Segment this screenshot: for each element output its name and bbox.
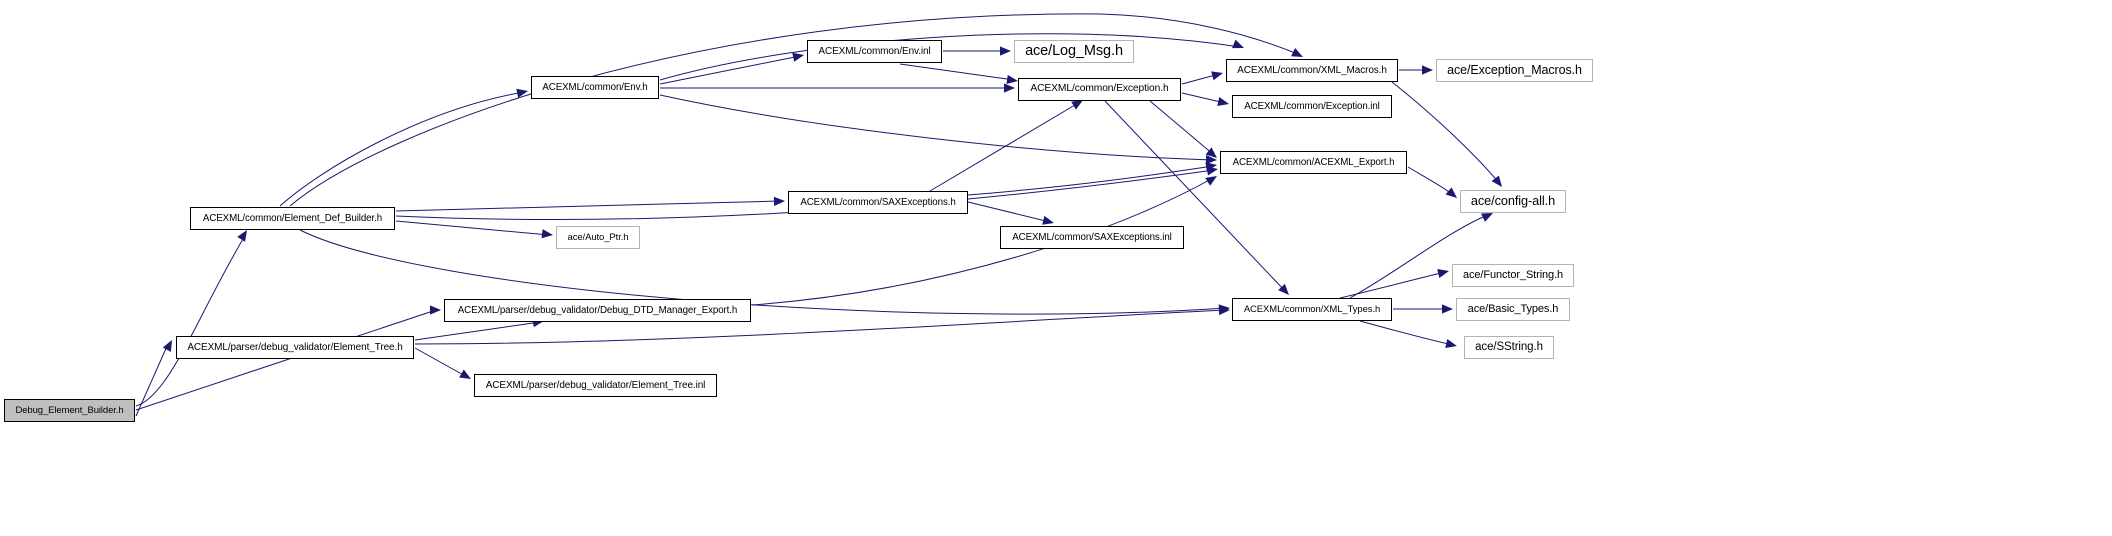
edge-line <box>395 200 781 212</box>
node-debug-dtd-manager-export-h[interactable]: ACEXML/parser/debug_validator/Debug_DTD_… <box>444 299 751 322</box>
node-label: ace/Auto_Ptr.h <box>567 231 629 243</box>
edge-line <box>1407 166 1455 197</box>
edge-line <box>1339 271 1446 299</box>
edge-line <box>135 233 247 407</box>
edge-line <box>414 347 468 378</box>
edge-arrowhead <box>792 52 804 62</box>
node-label: ACEXML/common/SAXExceptions.h <box>800 196 956 208</box>
edge-arrowhead <box>1445 187 1457 198</box>
node-label: Debug_Element_Builder.h <box>15 404 124 416</box>
node-label: ace/Basic_Types.h <box>1467 303 1559 315</box>
edge-arrowhead <box>1278 283 1289 295</box>
edge-line <box>414 321 541 341</box>
node-label: ACEXML/common/XML_Types.h <box>1243 303 1381 315</box>
edge-arrowhead <box>1437 268 1449 278</box>
edge-arrowhead <box>1206 166 1218 176</box>
edge-line <box>659 94 1214 161</box>
edge-arrowhead <box>1445 339 1457 349</box>
node-label: ace/Exception_Macros.h <box>1447 63 1582 78</box>
edge-arrowhead <box>1000 46 1011 56</box>
node-label: ACEXML/common/Exception.inl <box>1244 100 1380 112</box>
node-element-tree-h[interactable]: ACEXML/parser/debug_validator/Element_Tr… <box>176 336 414 359</box>
node-auto-ptr-h[interactable]: ace/Auto_Ptr.h <box>556 226 640 249</box>
edge-line <box>279 91 525 207</box>
edge-arrowhead <box>1006 74 1018 85</box>
node-label: ace/config-all.h <box>1470 193 1556 209</box>
node-label: ace/Log_Msg.h <box>1025 43 1123 60</box>
node-label: ACEXML/parser/debug_validator/Element_Tr… <box>187 341 403 353</box>
edge-line <box>967 165 1214 196</box>
edge-arrowhead <box>459 369 471 379</box>
edge-line <box>659 33 1241 81</box>
edge-arrowhead <box>430 305 441 315</box>
edge-line <box>1149 100 1215 156</box>
node-label: ACEXML/common/Exception.h <box>1030 83 1169 95</box>
edge-line <box>899 63 1015 81</box>
edge-arrowhead <box>773 196 785 206</box>
edge-arrowhead <box>1218 305 1230 316</box>
edge-line <box>929 101 1081 192</box>
node-label: ace/Functor_String.h <box>1462 269 1564 281</box>
edge-arrowhead <box>1211 71 1223 81</box>
edge-line <box>1104 100 1287 293</box>
edge-line <box>1391 81 1501 185</box>
edge-line <box>659 55 801 85</box>
node-acexml-export-h[interactable]: ACEXML/common/ACEXML_Export.h <box>1220 151 1407 174</box>
edge-line <box>1181 73 1220 85</box>
node-xml-types-h[interactable]: ACEXML/common/XML_Types.h <box>1232 298 1392 321</box>
node-saxexceptions-h[interactable]: ACEXML/common/SAXExceptions.h <box>788 191 968 214</box>
node-label: ACEXML/common/XML_Macros.h <box>1237 64 1387 76</box>
edge-line <box>967 201 1051 223</box>
node-label: ACEXML/common/SAXExceptions.inl <box>1012 231 1172 243</box>
edge-arrowhead <box>516 88 528 98</box>
node-element-tree-inl[interactable]: ACEXML/parser/debug_validator/Element_Tr… <box>474 374 717 397</box>
node-log-msg-h[interactable]: ace/Log_Msg.h <box>1014 40 1134 63</box>
edge-arrowhead <box>1218 304 1230 314</box>
edge-arrowhead <box>1442 304 1453 314</box>
node-label: ACEXML/parser/debug_validator/Debug_DTD_… <box>457 304 738 316</box>
node-env-inl[interactable]: ACEXML/common/Env.inl <box>807 40 942 63</box>
edge-arrowhead <box>1422 65 1433 75</box>
node-basic-types-h[interactable]: ace/Basic_Types.h <box>1456 298 1570 321</box>
edge-arrowhead <box>1205 155 1217 165</box>
edge-line <box>135 343 169 417</box>
edge-arrowhead <box>1232 39 1244 49</box>
edge-arrowhead <box>1205 176 1217 186</box>
node-label: ACEXML/common/Element_Def_Builder.h <box>202 212 383 224</box>
node-label: ace/SString.h <box>1475 340 1543 353</box>
edge-arrowhead <box>1004 83 1015 93</box>
edge-arrowhead <box>1205 147 1217 158</box>
node-label: ACEXML/common/Env.h <box>542 81 648 93</box>
edge-arrowhead <box>541 229 553 239</box>
edge-arrowhead <box>1217 97 1229 107</box>
edge-line <box>1359 320 1454 346</box>
node-debug-element-builder-h[interactable]: Debug_Element_Builder.h <box>4 399 135 422</box>
node-element-def-builder-h[interactable]: ACEXML/common/Element_Def_Builder.h <box>190 207 395 230</box>
edge-arrowhead <box>1205 162 1217 172</box>
edge-arrowhead <box>162 340 172 352</box>
node-saxexceptions-inl[interactable]: ACEXML/common/SAXExceptions.inl <box>1000 226 1184 249</box>
edge-line <box>1181 92 1226 104</box>
node-xml-macros-h[interactable]: ACEXML/common/XML_Macros.h <box>1226 59 1398 82</box>
node-env-h[interactable]: ACEXML/common/Env.h <box>531 76 659 99</box>
node-label: ACEXML/parser/debug_validator/Element_Tr… <box>485 379 706 391</box>
node-sstring-h[interactable]: ace/SString.h <box>1464 336 1554 359</box>
node-label: ACEXML/common/ACEXML_Export.h <box>1232 156 1395 168</box>
node-exception-h[interactable]: ACEXML/common/Exception.h <box>1018 78 1181 101</box>
edge-arrowhead <box>1491 175 1502 187</box>
edge-line <box>395 220 550 236</box>
node-functor-string-h[interactable]: ace/Functor_String.h <box>1452 264 1574 287</box>
node-exception-inl[interactable]: ACEXML/common/Exception.inl <box>1232 95 1392 118</box>
node-exception-macros-h[interactable]: ace/Exception_Macros.h <box>1436 59 1593 82</box>
node-label: ACEXML/common/Env.inl <box>818 45 931 57</box>
edge-line <box>135 309 437 411</box>
edge-line <box>289 13 1301 207</box>
node-config-all-h[interactable]: ace/config-all.h <box>1460 190 1566 213</box>
